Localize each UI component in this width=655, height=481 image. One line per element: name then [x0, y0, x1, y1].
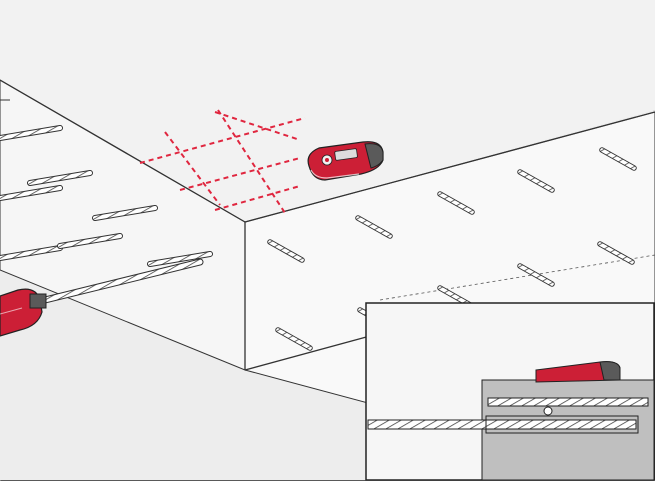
- inset-detail: [366, 303, 654, 480]
